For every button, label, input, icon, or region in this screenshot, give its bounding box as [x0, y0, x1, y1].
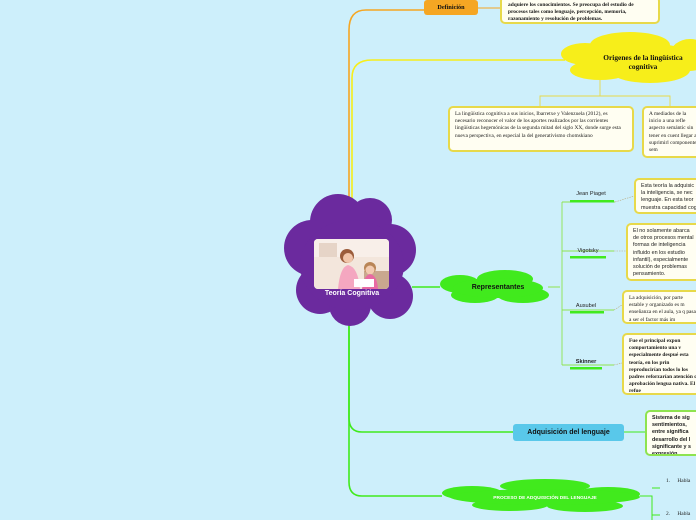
proceso-item-2: 2. Habla [666, 511, 690, 517]
underline-ausubel [570, 311, 604, 314]
rep-text-vigotsky: El no solamente abarca de otros procesos… [626, 223, 696, 281]
teacher-child-image [314, 239, 389, 289]
rep-name-piaget[interactable]: Jean Piaget [566, 191, 616, 197]
definicion-text: adquiere los conocimientos. Se preocupa … [500, 0, 660, 24]
proceso-item-1-num: 1. [666, 478, 670, 484]
rep-text-skinner: Fue el principal expon comportamiento un… [622, 333, 696, 395]
proceso-item-1-text: Habla [677, 478, 690, 484]
origenes-text-left: La lingüística cognitiva a sus inicios, … [448, 106, 634, 152]
link-proceso-children [640, 488, 660, 520]
rep-name-vigotsky[interactable]: Vigotsky [566, 248, 610, 254]
adquisicion-node[interactable]: Adquisición del lenguaje [513, 424, 624, 441]
proceso-item-1: 1. Habla [666, 478, 690, 484]
link-origenes-children [540, 80, 670, 106]
link-adquisicion [349, 315, 515, 432]
underline-piaget [570, 200, 614, 203]
proceso-label[interactable]: PROCESO DE ADQUISICIÓN DEL LENGUAJE [460, 496, 630, 501]
link-proceso [349, 315, 442, 496]
link-definicion [349, 10, 424, 205]
adquisicion-text: Sistema de sig sentimientos, entre signi… [645, 410, 696, 456]
center-photo [314, 239, 389, 289]
link-rep-children [548, 202, 615, 365]
definicion-node[interactable]: Definición [424, 0, 478, 15]
proceso-item-2-num: 2. [666, 511, 670, 517]
origenes-text-right: A mediados de la inicio a una refle aspe… [642, 106, 696, 158]
origenes-label[interactable]: Origenes de la lingüística cognitiva [588, 53, 696, 71]
representantes-label[interactable]: Representantes [448, 284, 548, 291]
underline-skinner [570, 367, 602, 370]
definicion-label: Definición [437, 4, 464, 11]
center-title[interactable]: Teoría Cognitiva [300, 290, 404, 297]
adquisicion-label: Adquisición del lenguaje [527, 429, 609, 436]
underline-vigotsky [570, 256, 606, 259]
rep-text-ausubel: La adquisición, por parte estable y orga… [622, 290, 696, 324]
proceso-item-2-text: Habla [677, 511, 690, 517]
rep-name-skinner[interactable]: Skinner [566, 359, 606, 365]
rep-text-piaget: Esta teoría la adquisic la inteligencia,… [634, 178, 696, 214]
rep-name-ausubel[interactable]: Ausubel [566, 303, 606, 309]
